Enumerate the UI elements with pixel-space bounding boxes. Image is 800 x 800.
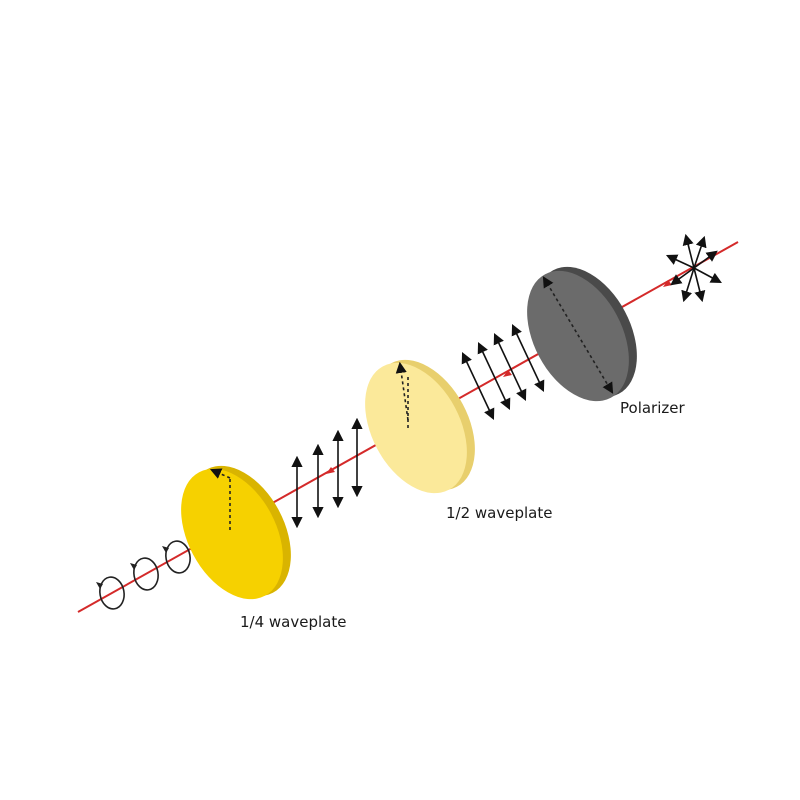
polarizer-label: Polarizer bbox=[620, 399, 685, 417]
quarter-waveplate-label: 1/4 waveplate bbox=[240, 613, 346, 631]
polarizer-axis bbox=[542, 276, 614, 394]
half-waveplate-label: 1/2 waveplate bbox=[446, 504, 552, 522]
quarter-waveplate bbox=[181, 465, 291, 600]
unpolarized-light-icon bbox=[665, 233, 722, 303]
linear-polarization-arrows-2 bbox=[461, 323, 545, 421]
circular-polarization-icons bbox=[96, 540, 191, 610]
quarter-waveplate-face bbox=[181, 468, 283, 600]
linear-polarization-arrows-1 bbox=[291, 417, 363, 529]
half-waveplate bbox=[365, 359, 475, 494]
half-waveplate-face bbox=[365, 362, 467, 494]
polarizer bbox=[527, 266, 637, 402]
